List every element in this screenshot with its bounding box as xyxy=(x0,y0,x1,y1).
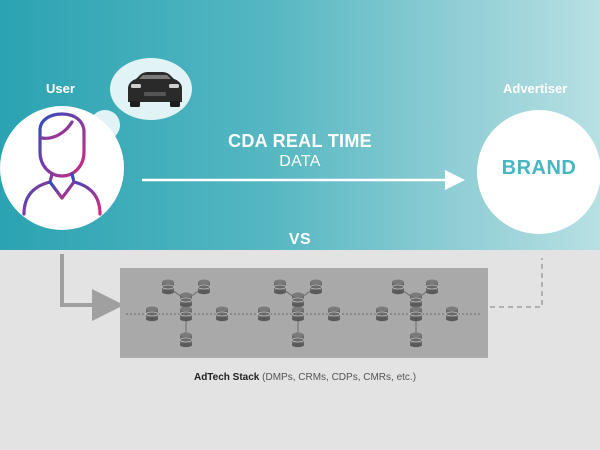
database-icon xyxy=(197,279,211,295)
flow-title: CDA REAL TIME xyxy=(228,131,372,151)
user-to-stack-connector xyxy=(60,254,124,321)
database-icon xyxy=(291,292,305,308)
brand-label: BRAND xyxy=(501,157,577,179)
database-icon xyxy=(409,292,423,308)
database-icon xyxy=(425,279,439,295)
car-icon xyxy=(128,72,182,107)
database-icon xyxy=(273,279,287,295)
database-icon xyxy=(375,306,389,322)
database-icon xyxy=(445,306,459,322)
database-icon xyxy=(327,306,341,322)
user-label: User xyxy=(46,81,75,96)
database-icon xyxy=(291,332,305,348)
adtech-stack-caption: AdTech Stack (DMPs, CRMs, CDPs, CMRs, et… xyxy=(150,372,460,383)
database-icon xyxy=(161,279,175,295)
vs-label: VS xyxy=(288,231,312,248)
database-icon xyxy=(409,332,423,348)
database-icon xyxy=(291,306,305,322)
brand-circle xyxy=(477,110,600,234)
user-circle xyxy=(0,106,124,230)
stack-to-advertiser-connector xyxy=(490,258,543,308)
person-icon xyxy=(22,112,102,216)
caption-detail: (DMPs, CRMs, CDPs, CMRs, etc.) xyxy=(262,372,417,383)
database-icon xyxy=(409,306,423,322)
database-icon xyxy=(391,279,405,295)
database-icon xyxy=(309,279,323,295)
database-icon xyxy=(257,306,271,322)
database-icon xyxy=(215,306,229,322)
database-icon xyxy=(145,306,159,322)
database-icon xyxy=(179,332,193,348)
database-icon xyxy=(179,292,193,308)
flow-subtitle: DATA xyxy=(279,153,321,170)
caption-bold: AdTech Stack xyxy=(193,372,260,383)
advertiser-label: Advertiser xyxy=(503,81,568,96)
database-icon xyxy=(179,306,193,322)
